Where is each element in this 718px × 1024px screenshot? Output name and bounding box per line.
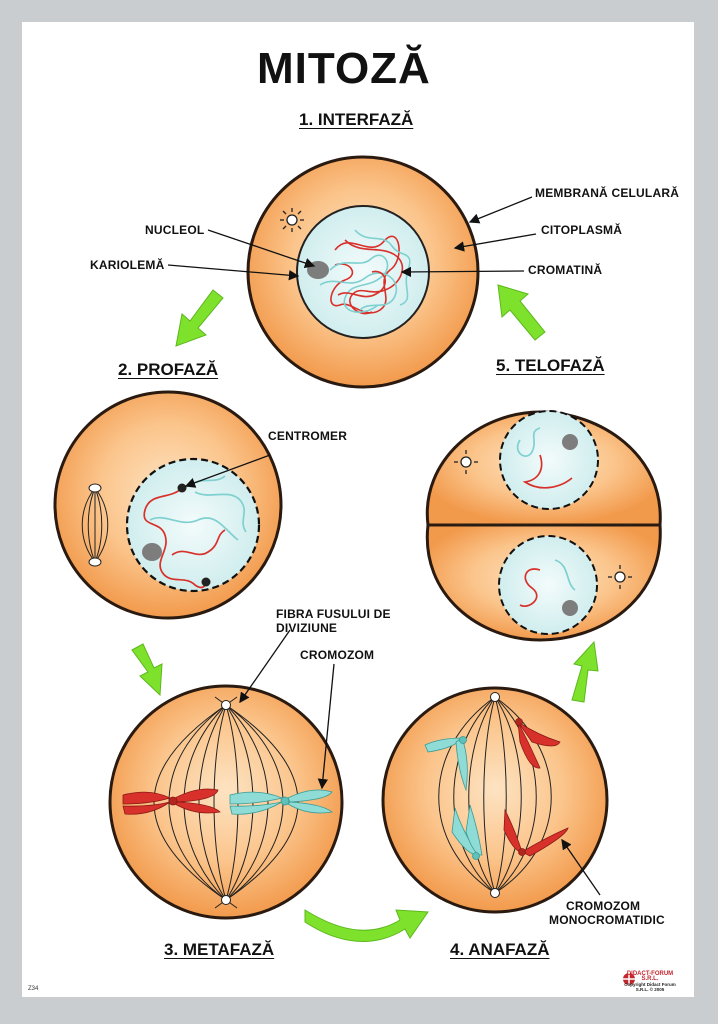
- stage-anaphase: 4. ANAFAZĂ: [450, 940, 550, 959]
- publisher-logo-icon: [623, 973, 635, 985]
- progression-arrows: [131, 284, 599, 942]
- blue-chromatids: [424, 736, 483, 860]
- label-centromere: CENTROMER: [268, 429, 348, 443]
- anaphase-cell: [381, 686, 609, 914]
- label-spindle-fiber-line1: FIBRA FUSULUI DE: [276, 607, 391, 621]
- metaphase-cell: [108, 684, 344, 920]
- publisher-credit: DIDACT-FORUM S.R.L. Copyright Didact For…: [620, 971, 680, 992]
- label-chromosome: CROMOZOM: [300, 648, 375, 662]
- telophase-centrosomes: [454, 450, 632, 589]
- label-chromatin: CROMATINĂ: [528, 263, 603, 277]
- label-nuclear-envelope: KARIOLEMĂ: [90, 258, 165, 272]
- arrow-to-telophase-icon: [571, 640, 599, 703]
- stage-prophase: 2. PROFAZĂ: [118, 360, 219, 379]
- label-monochromatid-line1: CROMOZOM: [566, 899, 641, 913]
- arrow-to-anaphase-icon: [304, 909, 429, 942]
- telophase-cell: [425, 410, 662, 642]
- centrosome-icon: [280, 208, 304, 232]
- arrow-to-metaphase-icon: [131, 643, 163, 697]
- red-chromosome: [122, 788, 221, 815]
- stage-metaphase: 3. METAFAZĂ: [164, 940, 275, 959]
- stage-telophase: 5. TELOFAZĂ: [496, 356, 605, 375]
- early-spindle: [81, 483, 109, 567]
- centromere-dot: [177, 483, 187, 493]
- red-chromatids: [503, 718, 569, 857]
- interphase-pointers: [167, 196, 537, 281]
- label-nucleolus: NUCLEOL: [145, 223, 205, 237]
- chromatin-tangle: [319, 229, 411, 315]
- stage-interphase: 1. INTERFAZĂ: [299, 110, 414, 129]
- arrow-to-interphase-icon: [497, 284, 546, 341]
- label-monochromatid-line2: MONOCROMATIDIC: [549, 913, 665, 927]
- nucleolus-blob: [307, 261, 329, 279]
- label-cytoplasm: CITOPLASMĂ: [541, 223, 623, 237]
- publisher-name: DIDACT-FORUM S.R.L.: [626, 971, 674, 982]
- label-spindle-fiber-line2: DIVIZIUNE: [276, 621, 338, 635]
- publisher-copyright: Copyright Didact Forum S.R.L. © 2005: [624, 982, 676, 992]
- label-cell-membrane: MEMBRANĂ CELULARĂ: [535, 186, 680, 200]
- page-title: MITOZĂ: [257, 44, 431, 93]
- arrow-to-prophase-icon: [175, 289, 224, 347]
- blue-chromosome: [229, 789, 333, 815]
- poster-code: Z34: [28, 986, 39, 992]
- prophase-cell: [53, 390, 283, 620]
